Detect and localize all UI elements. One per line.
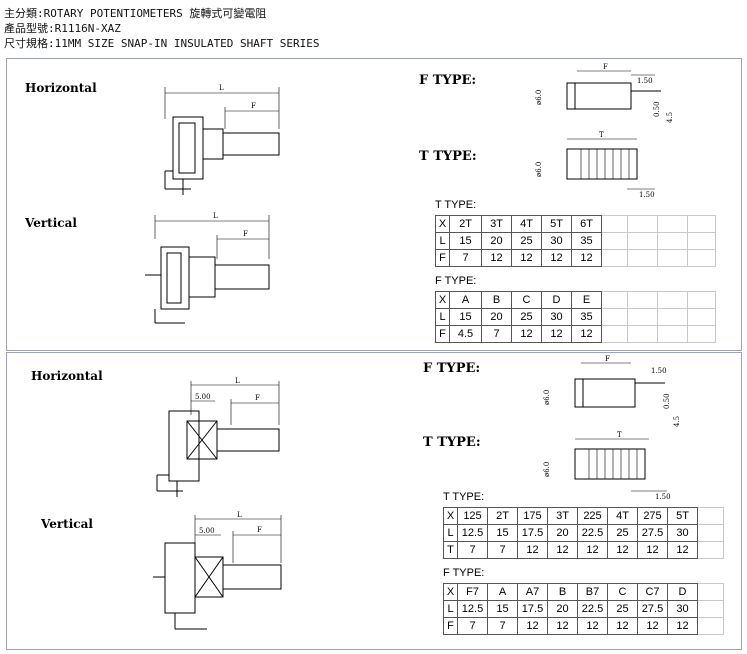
table-row: F 7 12 12 12 12 [435,249,716,267]
table-row: L 12.5 15 17.5 20 22.5 25 27.5 30 [443,524,724,542]
top-t-type-table: X 2T 3T 4T 5T 6T L 15 20 25 30 35 F 7 12… [435,215,716,267]
table-row: T 7 7 12 12 12 12 12 12 [443,541,724,559]
bottom-t-type-table: X 125 2T 175 3T 225 4T 275 5T L 12.5 15 … [443,507,724,559]
table-row: F 7 7 12 12 12 12 12 12 [443,617,724,635]
bottom-t-type-label: T TYPE: [423,435,481,450]
bottom-vertical-label: Vertical [41,517,93,531]
bottom-f-dim-phi: ø6.0 [543,390,551,405]
bottom-f-dim-45: 4.5 [673,416,681,427]
bottom-v-dim-f: F [257,526,262,534]
top-v-dim-l: L [213,212,218,220]
table-row: X 2T 3T 4T 5T 6T [435,215,716,233]
bottom-h-dim-500: 5.00 [195,393,211,401]
top-t-dim-phi: ø6.0 [535,162,543,177]
bottom-h-dim-l: L [235,377,240,385]
top-f-dim-f: F [603,63,608,71]
table-row: X 125 2T 175 3T 225 4T 275 5T [443,507,724,525]
bottom-v-dim-l: L [237,511,242,519]
top-v-dim-f: F [243,230,248,238]
top-horizontal-label: Horizontal [25,81,97,95]
bottom-t-type-shaft-drawing: T 1.50 ø6.0 [543,431,671,501]
top-f-type-shaft-drawing: F 1.50 ø6.0 0.50 4.5 [535,63,674,123]
top-horizontal-drawing: L F [164,84,280,195]
top-t-table-caption: T TYPE: [435,199,477,211]
top-t-type-label: T TYPE: [419,149,477,164]
bottom-f-table-caption: F TYPE: [443,567,485,579]
table-row: L 15 20 25 30 35 [435,232,716,250]
bottom-t-dim-phi: ø6.0 [543,462,551,477]
table-row: X A B C D E [435,291,716,309]
bottom-horizontal-label: Horizontal [31,369,103,383]
bottom-t-dim-150: 1.50 [655,493,671,501]
bottom-vertical-drawing: L 5.00 F [153,511,282,630]
top-h-dim-f: F [251,102,256,110]
top-f-dim-45: 4.5 [666,112,674,123]
top-t-type-shaft-drawing: T 1.50 ø6.0 [535,131,655,199]
bottom-f-type-label: F TYPE: [423,361,481,376]
bottom-f-dim-050: 0.50 [663,393,671,409]
bottom-t-table-caption: T TYPE: [443,491,485,503]
top-series-panel: Horizontal Vertical F TYPE: T TYPE: L F … [6,58,742,351]
bottom-h-dim-f: F [255,394,260,402]
model-line: 產品型號:R1116N-XAZ [4,22,121,35]
top-vertical-label: Vertical [25,216,77,230]
bottom-f-type-shaft-drawing: F 1.50 ø6.0 0.50 4.5 [543,355,681,427]
top-f-dim-050: 0.50 [653,101,661,117]
top-f-type-label: F TYPE: [419,73,477,88]
top-f-dim-phi: ø6.0 [535,90,543,105]
top-h-dim-l: L [219,84,224,92]
table-row: L 15 20 25 30 35 [435,308,716,326]
category-line: 主分類:ROTARY POTENTIOMETERS 旋轉式可變電阻 [4,7,267,20]
table-row: X F7 A A7 B B7 C C7 D [443,583,724,601]
bottom-f-type-table: X F7 A A7 B B7 C C7 D L 12.5 15 17.5 20 … [443,583,724,635]
bottom-f-dim-f: F [605,355,610,363]
size-spec-line: 尺寸規格:11MM SIZE SNAP-IN INSULATED SHAFT S… [4,37,320,50]
bottom-horizontal-drawing: L 5.00 F [156,377,280,497]
top-vertical-drawing: L F [145,212,270,324]
document-header: 主分類:ROTARY POTENTIOMETERS 旋轉式可變電阻 產品型號:R… [4,6,744,51]
top-f-type-table: X A B C D E L 15 20 25 30 35 F 4.5 7 12 … [435,291,716,343]
top-f-table-caption: F TYPE: [435,275,477,287]
top-t-dim-150: 1.50 [639,191,655,199]
bottom-f-dim-150: 1.50 [651,367,667,375]
top-f-dim-150: 1.50 [637,77,653,85]
table-row: L 12.5 15 17.5 20 22.5 25 27.5 30 [443,600,724,618]
top-t-dim-t: T [599,131,604,139]
table-row: F 4.5 7 12 12 12 [435,325,716,343]
bottom-t-dim-t: T [617,431,622,439]
bottom-series-panel: Horizontal Vertical F TYPE: T TYPE: L 5.… [6,352,742,650]
bottom-v-dim-500: 5.00 [199,527,215,535]
